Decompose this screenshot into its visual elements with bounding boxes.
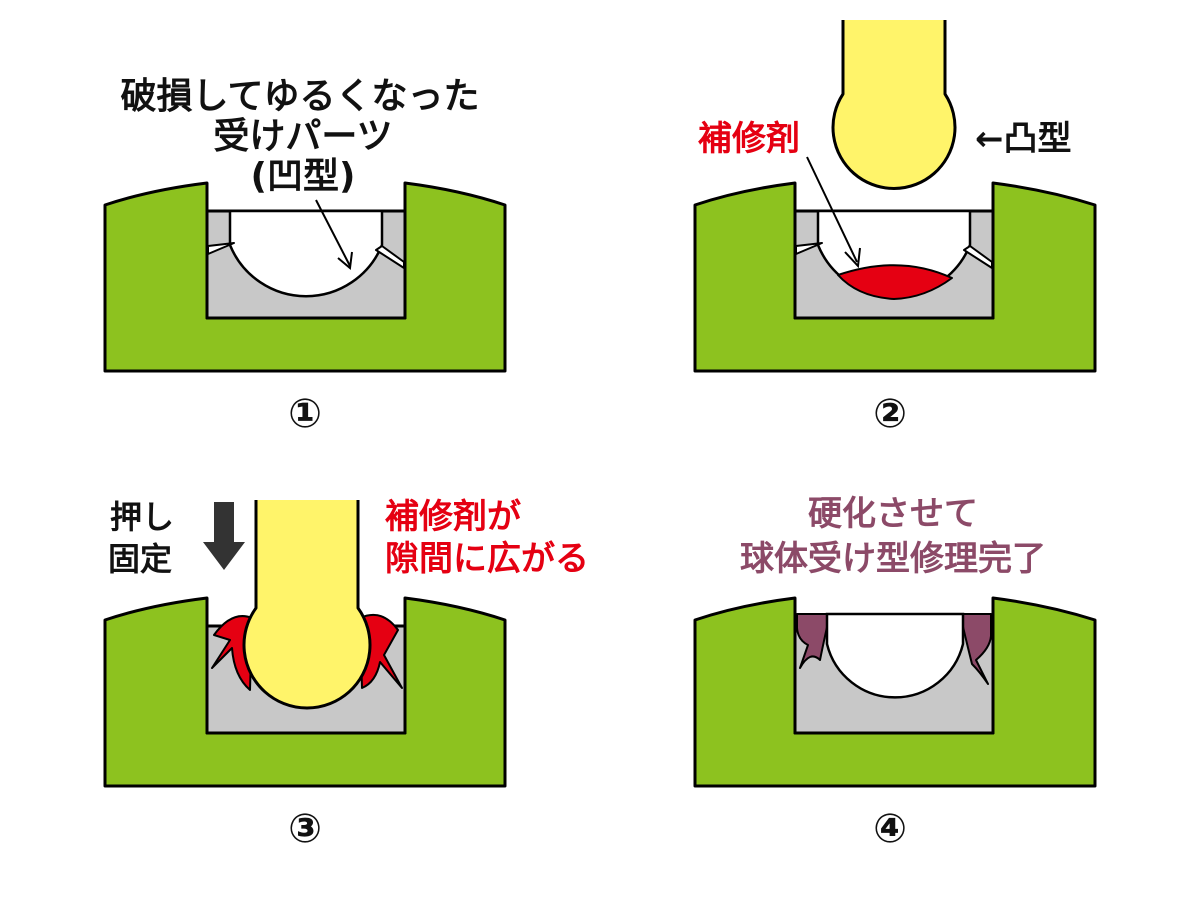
panel-2: 補修剤 ←凸型 ② <box>693 20 1097 437</box>
press-line-1: 押し <box>110 498 174 536</box>
step-number: ① <box>288 391 322 437</box>
caption-line-1: 硬化させて <box>808 494 978 534</box>
step-number: ④ <box>873 806 907 852</box>
panel-1: 破損してゆるくなった 受けパーツ (凹型) ① <box>103 76 507 437</box>
socket-cavity <box>228 209 384 298</box>
cured-layer-right <box>959 613 992 685</box>
adhesive-spread-left <box>211 615 253 691</box>
down-arrow-icon <box>203 542 245 570</box>
pointer-arrow-head <box>337 251 353 270</box>
panel-3: 押し 固定 補修剤が 隙間に広がる ③ <box>103 497 589 852</box>
cured-layer-left <box>796 613 831 669</box>
crack-left <box>207 242 235 255</box>
panel-4: 硬化させて 球体受け型修理完了 ④ <box>693 494 1097 852</box>
spread-line-2: 隙間に広がる <box>385 539 589 579</box>
caption-line-1: 破損してゆるくなった <box>121 76 480 117</box>
crack-right <box>963 245 993 269</box>
convex-ball-part <box>242 500 372 710</box>
crack-left <box>795 242 823 255</box>
step-number: ③ <box>288 806 322 852</box>
caption-line-2: 受けパーツ <box>213 116 392 157</box>
adhesive-label: 補修剤 <box>698 119 800 159</box>
spread-line-1: 補修剤が <box>385 497 521 537</box>
press-line-2: 固定 <box>108 540 172 578</box>
adhesive-pointer-line <box>806 156 858 263</box>
socket-cavity <box>825 612 965 699</box>
step-number: ② <box>873 391 907 437</box>
caption-line-3: (凹型) <box>251 156 356 197</box>
pointer-arrow-line <box>315 199 351 267</box>
adhesive-pointer-head <box>844 247 861 269</box>
convex-label: ←凸型 <box>975 119 1072 159</box>
down-arrow-shaft <box>214 502 234 546</box>
adhesive-blob <box>837 264 953 300</box>
convex-ball-part <box>831 20 957 190</box>
caption-line-2: 球体受け型修理完了 <box>740 539 1046 579</box>
crack-right <box>375 245 405 269</box>
